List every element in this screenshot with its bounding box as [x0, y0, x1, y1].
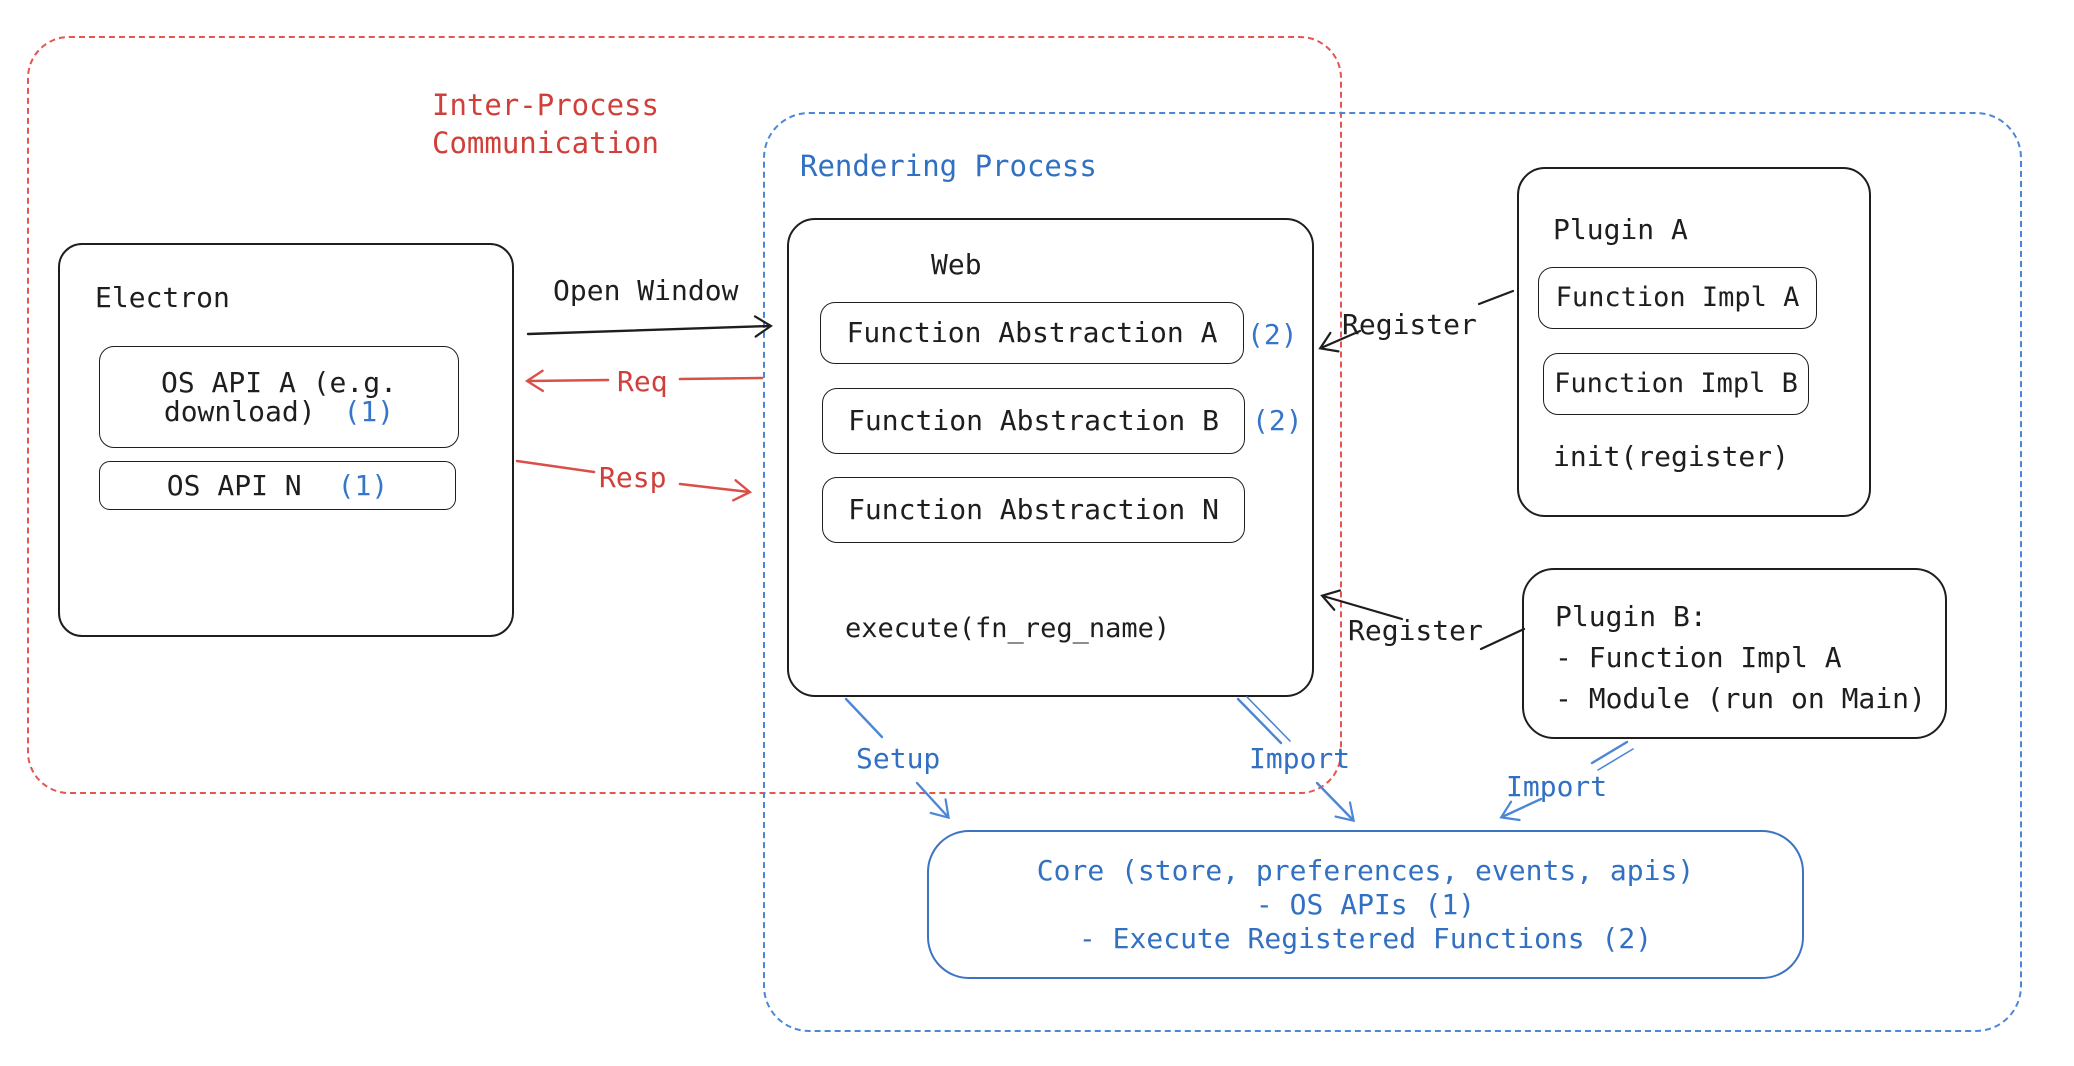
- web-title: Web: [931, 248, 982, 281]
- register-top-arrow-head: [1318, 329, 1362, 353]
- setup-arrow-head: [915, 781, 950, 820]
- ipc-title: Inter-Process Communication: [432, 86, 659, 162]
- setup-arrow-tail: [844, 697, 884, 739]
- open-window-arrow: [526, 315, 773, 338]
- os-api-n-badge: (1): [337, 468, 389, 502]
- register-top-arrow-tail: [1477, 289, 1515, 306]
- os-api-a-box: OS API A (e.g. download) (1): [99, 346, 459, 448]
- register-bottom-arrow-head: [1320, 589, 1404, 621]
- import-right-arrow-tail: [1590, 740, 1629, 765]
- function-abstraction-b-badge: (2): [1252, 404, 1303, 437]
- function-impl-b-label: Function Impl B: [1554, 368, 1798, 399]
- register-bottom-label: Register: [1348, 614, 1483, 647]
- req-arrow-tail: [678, 376, 764, 381]
- import-left-arrow-head: [1315, 781, 1356, 823]
- rendering-title: Rendering Process: [800, 149, 1097, 183]
- function-abstraction-a-box: Function Abstraction A: [820, 302, 1244, 364]
- setup-label: Setup: [856, 742, 941, 775]
- execute-label: execute(fn_reg_name): [845, 613, 1171, 644]
- electron-box: [58, 243, 514, 637]
- plugin-a-box: [1517, 167, 1871, 517]
- function-abstraction-n-label: Function Abstraction N: [848, 493, 1219, 526]
- plugin-b-line2: - Function Impl A: [1555, 641, 1842, 674]
- os-api-a-line2: download): [163, 395, 316, 428]
- function-abstraction-a-badge: (2): [1247, 318, 1298, 351]
- os-api-n-label: OS API N: [166, 468, 302, 502]
- function-impl-a-box: Function Impl A: [1538, 267, 1817, 329]
- ipc-title-line2: Communication: [432, 126, 659, 160]
- import-right-label: Import: [1506, 770, 1608, 803]
- import-right-arrow-head: [1499, 797, 1543, 822]
- core-line1: Core (store, preferences, events, apis): [1036, 853, 1695, 887]
- register-top-label: Register: [1342, 308, 1477, 341]
- plugin-b-line3: - Module (run on Main): [1555, 682, 1926, 715]
- os-api-a-badge: (1): [343, 395, 395, 428]
- plugin-a-title: Plugin A: [1553, 213, 1688, 246]
- open-window-label: Open Window: [553, 274, 739, 307]
- init-register-label: init(register): [1553, 440, 1790, 473]
- core-box: Core (store, preferences, events, apis) …: [927, 830, 1804, 979]
- function-abstraction-n-box: Function Abstraction N: [822, 477, 1245, 543]
- os-api-a-line1: OS API A (e.g.: [160, 366, 397, 399]
- resp-arrow-tail: [515, 459, 596, 474]
- plugin-b-line1: Plugin B:: [1555, 600, 1707, 633]
- import-left-label: Import: [1249, 742, 1351, 775]
- ipc-title-line1: Inter-Process: [432, 88, 659, 122]
- web-box: [787, 218, 1314, 697]
- os-api-n-box: OS API N (1): [99, 461, 456, 510]
- function-impl-b-box: Function Impl B: [1543, 353, 1809, 415]
- electron-title: Electron: [95, 281, 230, 314]
- register-bottom-arrow-tail: [1479, 627, 1526, 651]
- import-left-arrow-tail: [1236, 697, 1283, 745]
- function-abstraction-b-label: Function Abstraction B: [848, 404, 1219, 437]
- core-line3: - Execute Registered Functions (2): [1078, 921, 1653, 955]
- plugin-b-box: [1522, 568, 1947, 739]
- req-arrow-head: [524, 369, 610, 393]
- function-abstraction-b-box: Function Abstraction B: [822, 388, 1245, 454]
- plugin-b-text: Plugin B: - Function Impl A - Module (ru…: [1555, 596, 1926, 719]
- resp-arrow-head: [678, 479, 753, 502]
- req-label: Req: [617, 365, 668, 398]
- import-right-arrow-tail2: [1597, 748, 1634, 771]
- resp-label: Resp: [599, 461, 667, 494]
- function-impl-a-label: Function Impl A: [1555, 282, 1800, 313]
- function-abstraction-a-label: Function Abstraction A: [846, 316, 1218, 349]
- ipc-region: [27, 36, 1342, 794]
- core-line2: - OS APIs (1): [1255, 887, 1476, 921]
- import-left-arrow-tail2: [1246, 696, 1291, 742]
- rendering-region: [763, 112, 2022, 1032]
